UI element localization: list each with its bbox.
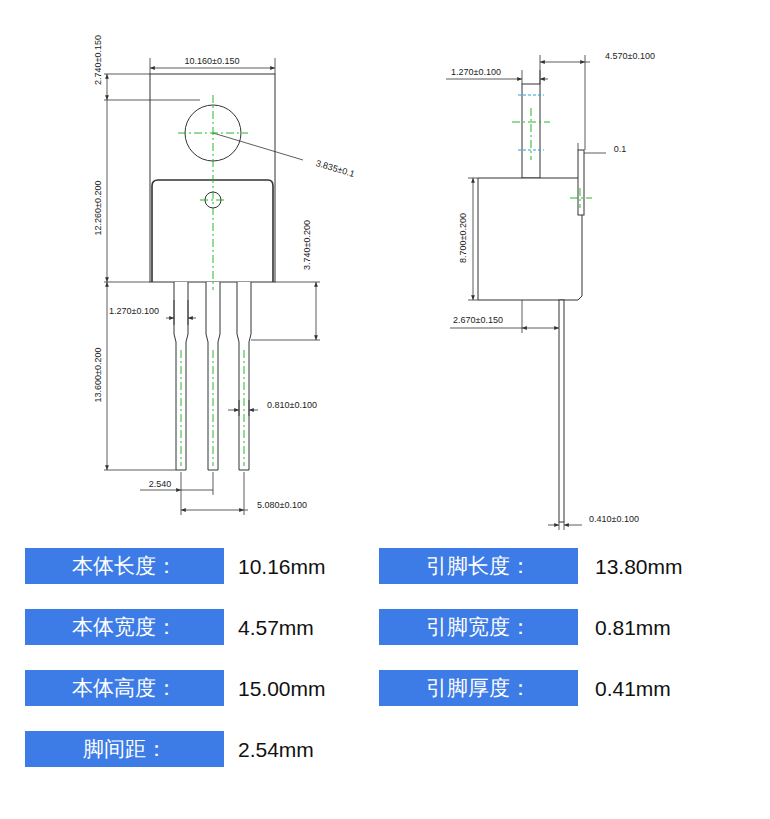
dimension-text: 8.700±0.200 (459, 212, 468, 264)
spec-label: 本体宽度： (72, 613, 177, 641)
spec-value: 10.16mm (237, 556, 327, 577)
dimension-lines (446, 55, 606, 530)
spec-label-box: 本体高度： (25, 670, 224, 706)
dimension-text: 12.260±0.200 (94, 180, 103, 237)
dimension-text: 4.570±0.100 (604, 52, 656, 61)
dimension-text: 1.270±0.100 (450, 68, 502, 77)
hidden-lines (518, 95, 544, 150)
spec-value: 4.57mm (237, 617, 315, 638)
lead-side (559, 300, 564, 522)
dimension-text: 0.810±0.100 (266, 401, 318, 410)
spec-label: 本体高度： (72, 674, 177, 702)
spec-label-box: 本体宽度： (25, 609, 224, 645)
spec-value: 2.54mm (237, 739, 315, 760)
dimension-text: 3.740±0.200 (303, 219, 312, 271)
spec-label: 引脚宽度： (426, 613, 531, 641)
spec-label-box: 引脚长度： (379, 548, 578, 584)
spec-label: 引脚厚度： (426, 674, 531, 702)
dimension-text: 2.670±0.150 (452, 316, 504, 325)
spec-label: 本体长度： (72, 552, 177, 580)
spec-label: 引脚长度： (426, 552, 531, 580)
dimension-lines (104, 58, 320, 515)
dimension-text: 3.835±0.1 (314, 159, 357, 180)
spec-label: 脚间距： (83, 735, 167, 763)
lead (174, 282, 188, 470)
spec-label-box: 本体长度： (25, 548, 224, 584)
dimension-text: 5.080±0.100 (256, 501, 308, 510)
spec-value: 13.80mm (594, 556, 684, 577)
tab-edge (578, 150, 584, 215)
spec-value: 0.81mm (594, 617, 672, 638)
spec-label-box: 脚间距： (25, 731, 224, 767)
dimension-text: 0.410±0.100 (588, 515, 640, 524)
center-lines (178, 95, 592, 466)
lead (206, 282, 220, 470)
dimension-text: 2.540 (148, 480, 173, 489)
body-side (478, 178, 582, 300)
dimension-text: 0.1 (613, 145, 628, 154)
dimension-text: 13.600±0.200 (94, 347, 103, 404)
spec-label-box: 引脚厚度： (379, 670, 578, 706)
spec-label-box: 引脚宽度： (379, 609, 578, 645)
spec-value: 0.41mm (594, 678, 672, 699)
dimension-text: 10.160±0.150 (184, 57, 241, 66)
dimension-text: 1.270±0.100 (108, 307, 160, 316)
dimension-text: 2.740±0.150 (94, 34, 103, 86)
body-outline (150, 74, 275, 282)
mold-outline (152, 180, 273, 282)
lead (237, 282, 251, 470)
heat-tab (522, 84, 540, 178)
spec-value: 15.00mm (237, 678, 327, 699)
